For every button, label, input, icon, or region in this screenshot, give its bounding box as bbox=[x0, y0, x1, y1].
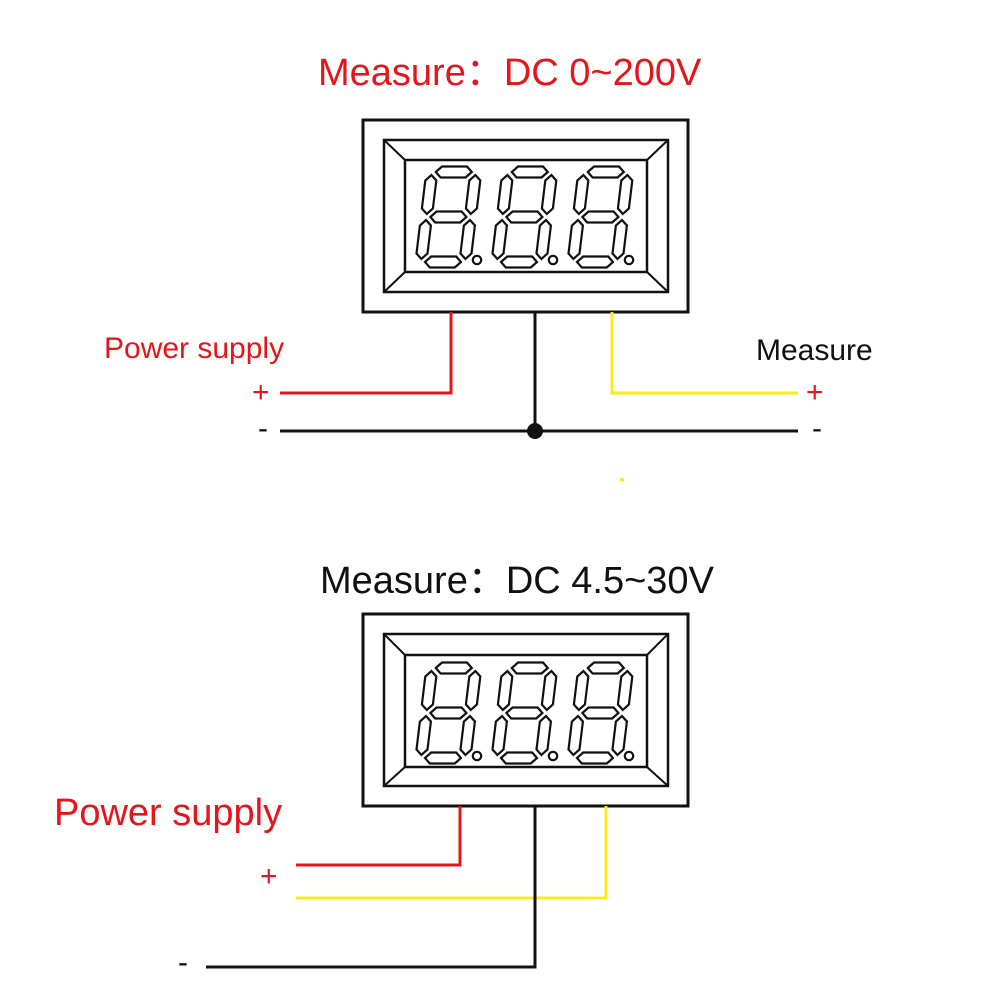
segment bbox=[510, 165, 550, 179]
segment bbox=[540, 173, 558, 216]
power-minus-sign-bottom: - bbox=[178, 946, 188, 979]
decimal-point bbox=[471, 254, 483, 266]
segment bbox=[572, 669, 590, 712]
seven-segment-digits-top bbox=[415, 165, 635, 269]
stray-mark bbox=[620, 478, 624, 481]
segment bbox=[415, 714, 433, 757]
seven-segment-digits-bottom bbox=[415, 661, 635, 765]
segment bbox=[496, 173, 514, 216]
power-plus-wire-bottom bbox=[296, 806, 462, 867]
decimal-point bbox=[623, 750, 635, 762]
segment bbox=[575, 751, 615, 765]
segment bbox=[428, 210, 468, 224]
segment bbox=[504, 706, 544, 720]
segment bbox=[464, 669, 482, 712]
segment bbox=[428, 706, 468, 720]
segment bbox=[567, 218, 585, 261]
segment bbox=[586, 165, 626, 179]
segment bbox=[510, 661, 550, 675]
segment bbox=[611, 218, 629, 261]
power-supply-label-top: Power supply bbox=[104, 332, 285, 365]
segment bbox=[572, 173, 590, 216]
segment bbox=[491, 714, 509, 757]
segment bbox=[423, 255, 463, 269]
segment bbox=[535, 714, 553, 757]
voltmeter-module-bottom bbox=[361, 612, 690, 808]
decimal-point bbox=[547, 254, 559, 266]
measure-plus-wire-top bbox=[610, 312, 798, 395]
power-supply-label-bottom: Power supply bbox=[54, 792, 283, 834]
junction-dot bbox=[527, 423, 543, 439]
segment bbox=[434, 661, 474, 675]
segment bbox=[611, 714, 629, 757]
segment bbox=[504, 210, 544, 224]
segment bbox=[491, 218, 509, 261]
segment bbox=[616, 173, 634, 216]
power-plus-wire-top bbox=[280, 312, 453, 395]
segment bbox=[616, 669, 634, 712]
diagram-title-top: Measure：DC 0~200V bbox=[318, 52, 702, 94]
segment bbox=[423, 751, 463, 765]
voltmeter-module-top bbox=[361, 118, 690, 314]
segment bbox=[420, 173, 438, 216]
segment bbox=[464, 173, 482, 216]
diagram-title-bottom: Measure：DC 4.5~30V bbox=[320, 560, 714, 602]
segment bbox=[459, 218, 477, 261]
segment bbox=[540, 669, 558, 712]
segment bbox=[496, 669, 514, 712]
power-plus-sign-bottom: + bbox=[260, 860, 278, 893]
segment bbox=[575, 255, 615, 269]
decimal-point bbox=[623, 254, 635, 266]
segment bbox=[580, 706, 620, 720]
segment bbox=[415, 218, 433, 261]
measure-minus-sign: - bbox=[812, 412, 822, 445]
segment bbox=[535, 218, 553, 261]
power-plus-sign-top: + bbox=[252, 376, 270, 409]
segment bbox=[434, 165, 474, 179]
power-minus-sign-top: - bbox=[258, 412, 268, 445]
ground-wire-bottom bbox=[206, 806, 537, 969]
segment bbox=[459, 714, 477, 757]
measure-label: Measure bbox=[756, 334, 873, 367]
segment bbox=[567, 714, 585, 757]
segment bbox=[420, 669, 438, 712]
segment bbox=[580, 210, 620, 224]
decimal-point bbox=[471, 750, 483, 762]
segment bbox=[499, 255, 539, 269]
segment bbox=[586, 661, 626, 675]
decimal-point bbox=[547, 750, 559, 762]
measure-plus-wire-bottom bbox=[296, 806, 608, 900]
segment bbox=[499, 751, 539, 765]
measure-plus-sign: + bbox=[806, 376, 824, 409]
